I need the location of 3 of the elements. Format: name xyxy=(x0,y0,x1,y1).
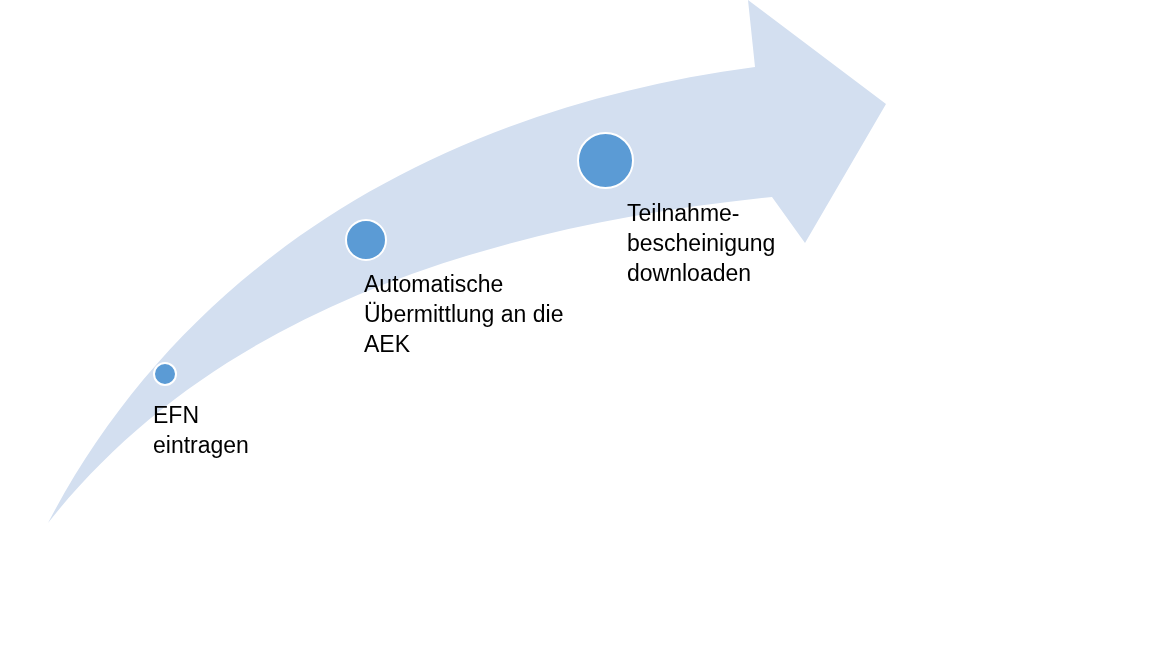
step-label: EFN eintragen xyxy=(153,401,250,460)
step-label: Teilnahme- bescheinigung downloaden xyxy=(627,199,777,288)
step-label: Automatische Übermittlung an die AEK xyxy=(364,270,564,359)
